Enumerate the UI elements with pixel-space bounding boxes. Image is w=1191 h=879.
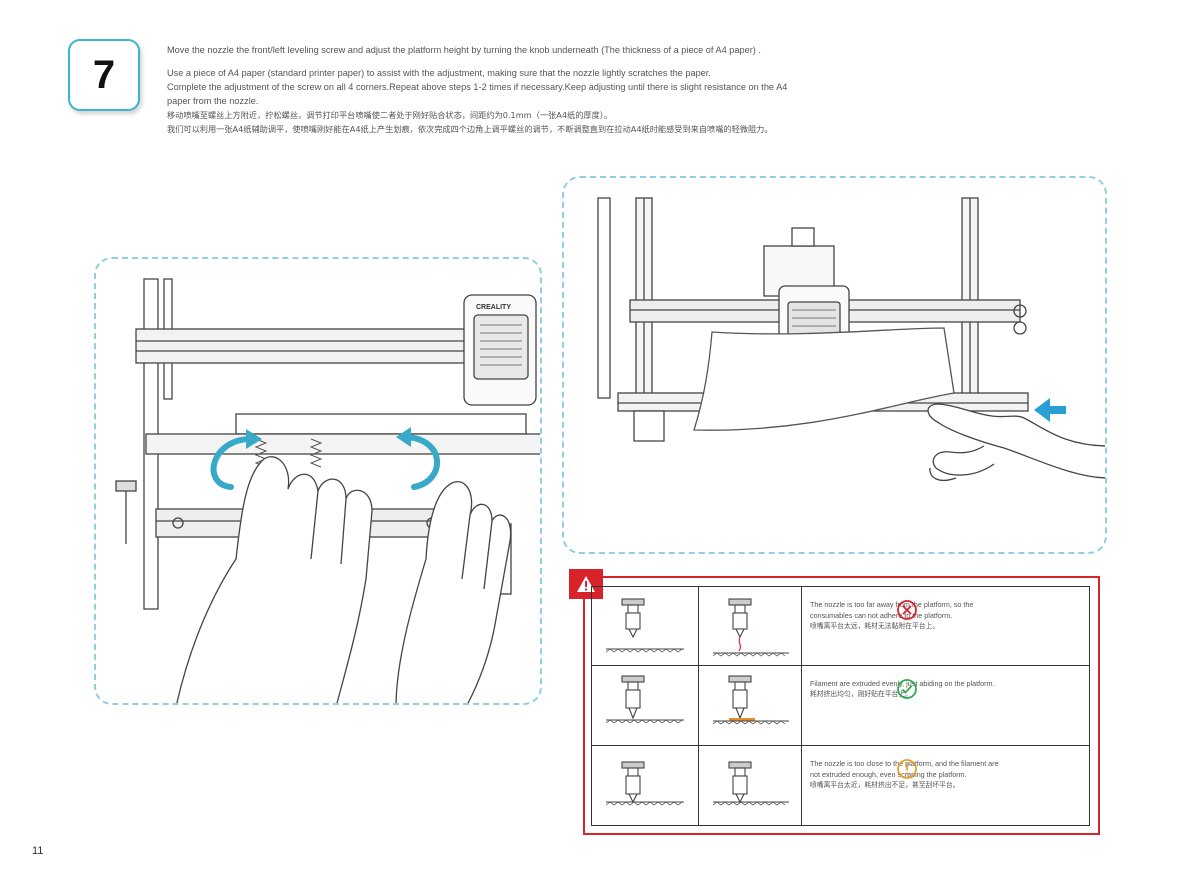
instruction-line: paper from the nozzle. [167, 96, 259, 106]
nozzle-too-far-diagram-b [699, 587, 802, 667]
leveling-comparison-table: The nozzle is too far away from the plat… [591, 586, 1090, 826]
instruction-line: Complete the adjustment of the screw on … [167, 82, 788, 92]
instruction-line-cn: 我们可以利用一张A4纸辅助调平，使喷嘴刚好能在A4纸上产生划痕，依次完成四个边角… [167, 124, 773, 134]
paper-leveling-illustration [562, 176, 1107, 554]
instruction-line: Move the nozzle the front/left leveling … [167, 45, 761, 55]
status-text-en: The nozzle is too close to the platform,… [810, 758, 999, 768]
status-text-en: consumables can not adhere to the platfo… [810, 611, 953, 620]
nozzle-too-close-description: The nozzle is too close to the platform,… [802, 746, 1089, 825]
nozzle-correct-diagram-a [592, 666, 699, 746]
nozzle-too-close-diagram-a [592, 745, 699, 825]
status-text-cn: 喷嘴离平台太远，耗材无法黏附在平台上。 [810, 622, 940, 630]
warning-triangle-icon [569, 569, 603, 599]
nozzle-too-far-diagram-a [592, 587, 699, 667]
nozzle-too-close-diagram-b [699, 745, 802, 825]
nozzle-too-far-description: The nozzle is too far away from the plat… [802, 587, 1089, 667]
status-text-en: The nozzle is too far away from the plat… [810, 600, 974, 609]
instruction-line-cn: 移动喷嘴至螺丝上方附近，拧松螺丝，调节打印平台喷嘴使二者处于刚好贴合状态，间距约… [167, 110, 613, 120]
leveling-warning-box [583, 576, 1100, 835]
printer-brand-label: CREALITY [476, 304, 511, 311]
instruction-line: Use a piece of A4 paper (standard printe… [167, 68, 711, 78]
x-circle-icon [897, 600, 917, 620]
check-circle-icon [897, 679, 917, 700]
knob-adjust-illustration: CREALITY [94, 257, 542, 705]
status-text-en: Filament are extruded evenly, just abidi… [810, 679, 995, 689]
status-text-en: not extruded enough, even scraping the p… [810, 769, 967, 779]
status-text-cn: 耗材挤出均匀，刚好贴在平台上。 [810, 690, 912, 699]
status-text-cn: 喷嘴离平台太近，耗材挤出不足，甚至刮坏平台。 [810, 780, 960, 789]
page-number: 11 [32, 845, 44, 857]
exclamation-circle-icon [897, 758, 917, 779]
nozzle-correct-diagram-b [699, 666, 802, 746]
step-number-badge: 7 [68, 39, 140, 111]
instructions-text: Move the nozzle the front/left leveling … [167, 43, 1127, 136]
nozzle-correct-description: Filament are extruded evenly, just abidi… [802, 666, 1089, 746]
